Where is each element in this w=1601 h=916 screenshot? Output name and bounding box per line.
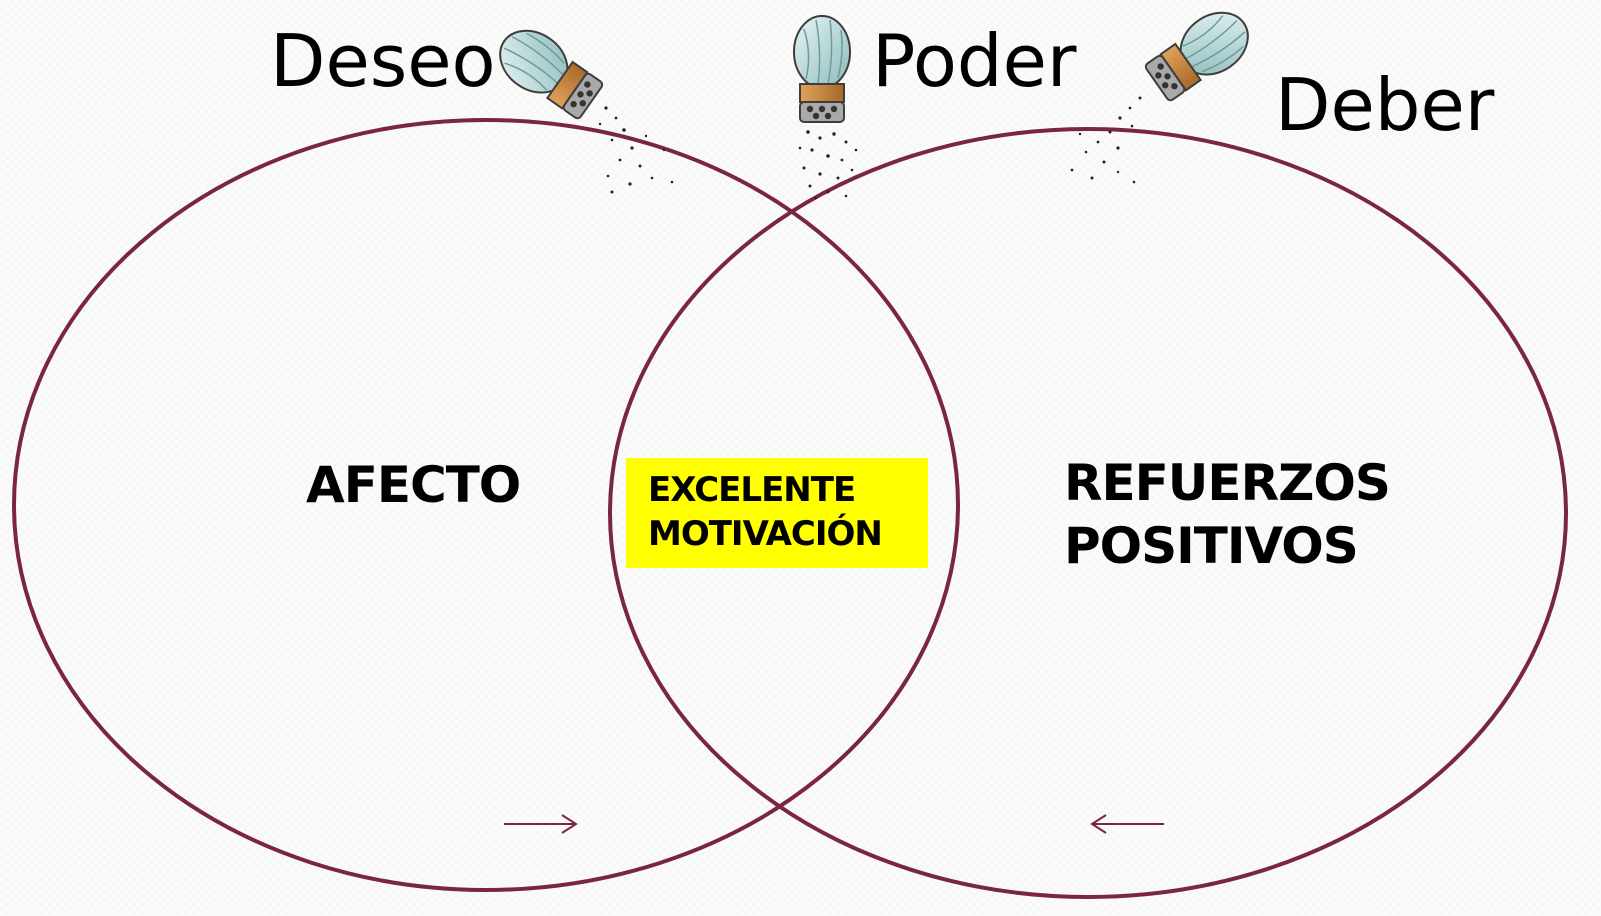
salt-shaker-icon [1139, 0, 1261, 108]
salt-sprinkle [598, 106, 674, 194]
circle-right [608, 127, 1568, 899]
arrow-right-icon [504, 814, 578, 834]
label-positivos: POSITIVOS [1064, 517, 1358, 575]
salt-shaker-icon [487, 17, 609, 126]
label-deseo: Deseo [270, 19, 496, 103]
label-afecto: AFECTO [306, 456, 520, 514]
intersection-highlight [626, 458, 928, 568]
label-excelente: EXCELENTE [648, 470, 856, 510]
label-deber: Deber [1275, 63, 1495, 147]
salt-shaker-icon [793, 15, 851, 123]
label-refuerzos: REFUERZOS [1064, 454, 1390, 512]
circle-left [12, 118, 960, 892]
label-motivacion: MOTIVACIÓN [648, 514, 883, 554]
salt-sprinkle [798, 130, 858, 200]
arrow-left-icon [1090, 814, 1164, 834]
label-poder: Poder [872, 19, 1077, 103]
salt-sprinkle [1070, 96, 1142, 184]
